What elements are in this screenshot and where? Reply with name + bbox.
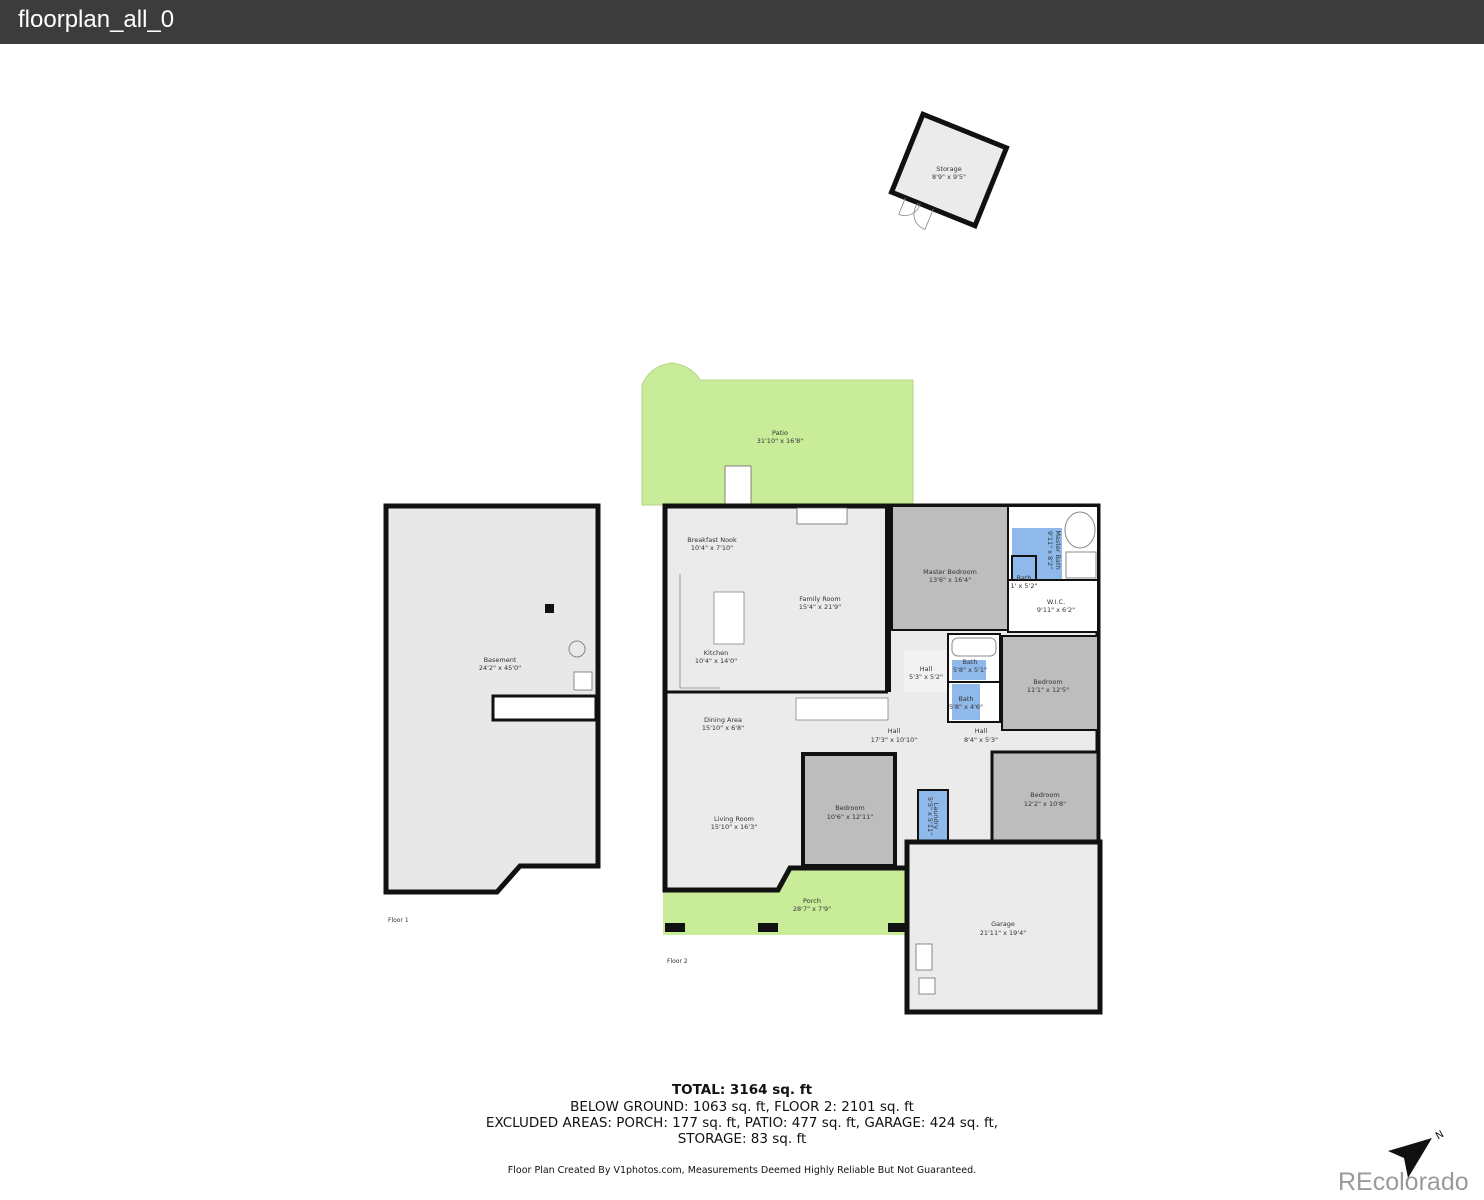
breakfast-nook-dims: 10'4" x 7'10": [691, 544, 733, 552]
hall-east-name: Hall: [975, 727, 988, 735]
family-room-dims: 15'4" x 21'9": [799, 603, 841, 611]
patio: [641, 362, 914, 506]
floor-1-label: Floor 1: [388, 917, 409, 924]
master-bedroom-name: Master Bedroom: [923, 568, 977, 576]
bath-wc-name: Bath: [1016, 574, 1031, 582]
hall-main-name: Hall: [888, 727, 901, 735]
storage-name: Storage: [936, 165, 961, 173]
title-bar: floorplan_all_0: [0, 0, 1484, 44]
kitchen-name: Kitchen: [704, 649, 728, 657]
master-bath-dims: 9'11" x 8'2": [1046, 531, 1054, 569]
bath-2-dims: 5'8" x 4'6": [949, 703, 983, 711]
bedroom-1-name: Bedroom: [1033, 678, 1062, 686]
patio-dims: 31'10" x 16'8": [757, 437, 803, 445]
laundry-name: Laundry: [932, 803, 940, 830]
living-room-dims: 15'10" x 16'3": [711, 823, 757, 831]
watermark: REcolorado: [1338, 1168, 1469, 1196]
bath-2-name: Bath: [958, 695, 973, 703]
hall-small-name: Hall: [920, 665, 933, 673]
kitchen-dims: 10'4" x 14'0": [695, 657, 737, 665]
living-room-name: Living Room: [714, 815, 754, 823]
bedroom-3-name: Bedroom: [1030, 791, 1059, 799]
dining-area-name: Dining Area: [704, 716, 742, 724]
bedroom-3-dims: 12'2" x 10'8": [1024, 800, 1066, 808]
bath-wc-dims: 1' x 5'2": [1011, 582, 1038, 590]
wic-dims: 9'11" x 6'2": [1037, 606, 1075, 614]
family-room-name: Family Room: [799, 595, 841, 603]
wic: [1007, 579, 1099, 633]
hall-main-dims: 17'3" x 10'10": [871, 736, 917, 744]
storage-room: [888, 110, 1010, 230]
basement-dims: 24'2" x 45'0": [479, 664, 521, 672]
laundry: [917, 789, 949, 843]
laundry-dims: 5'5" x 5'11": [926, 797, 934, 835]
summary-line-3: STORAGE: 83 sq. ft: [677, 1131, 807, 1147]
porch-name: Porch: [803, 897, 821, 905]
wic-name: W.I.C.: [1047, 598, 1065, 606]
window-title: floorplan_all_0: [18, 6, 175, 33]
garage-name: Garage: [991, 920, 1015, 928]
compass-label: N: [1434, 1129, 1446, 1142]
porch-dims: 28'7" x 7'9": [793, 905, 831, 913]
garage: [904, 839, 1103, 1015]
north-arrow-icon: [1388, 1138, 1432, 1178]
credit-line: Floor Plan Created By V1photos.com, Meas…: [507, 1165, 977, 1176]
garage-dims: 21'11" x 19'4": [980, 929, 1026, 937]
bedroom-1: [1001, 635, 1099, 731]
basement-name: Basement: [484, 656, 517, 664]
bath-1-dims: 5'8" x 5'1": [953, 666, 987, 674]
bedroom-2-dims: 10'6" x 12'11": [827, 813, 873, 821]
summary-total: TOTAL: 3164 sq. ft: [671, 1082, 813, 1098]
bedroom-2: [801, 752, 897, 868]
hall-small-dims: 5'3" x 5'2": [909, 673, 943, 681]
master-bath-name: Master Bath: [1054, 530, 1062, 569]
floor-2-label: Floor 2: [667, 958, 688, 965]
dining-area-dims: 15'10" x 6'8": [702, 724, 744, 732]
bedroom-1-dims: 11'1" x 12'5": [1027, 686, 1069, 694]
summary-line-1: BELOW GROUND: 1063 sq. ft, FLOOR 2: 2101…: [570, 1099, 914, 1115]
hall-small: [904, 650, 948, 692]
storage-dims: 8'9" x 9'5": [932, 173, 966, 181]
bath-1-name: Bath: [962, 658, 977, 666]
bedroom-2-name: Bedroom: [835, 804, 864, 812]
summary-line-2: EXCLUDED AREAS: PORCH: 177 sq. ft, PATIO…: [485, 1115, 999, 1131]
patio-name: Patio: [772, 429, 788, 437]
hall-east-dims: 8'4" x 5'3": [964, 736, 998, 744]
master-bedroom-dims: 13'6" x 16'4": [929, 576, 971, 584]
breakfast-nook-name: Breakfast Nook: [687, 536, 737, 544]
